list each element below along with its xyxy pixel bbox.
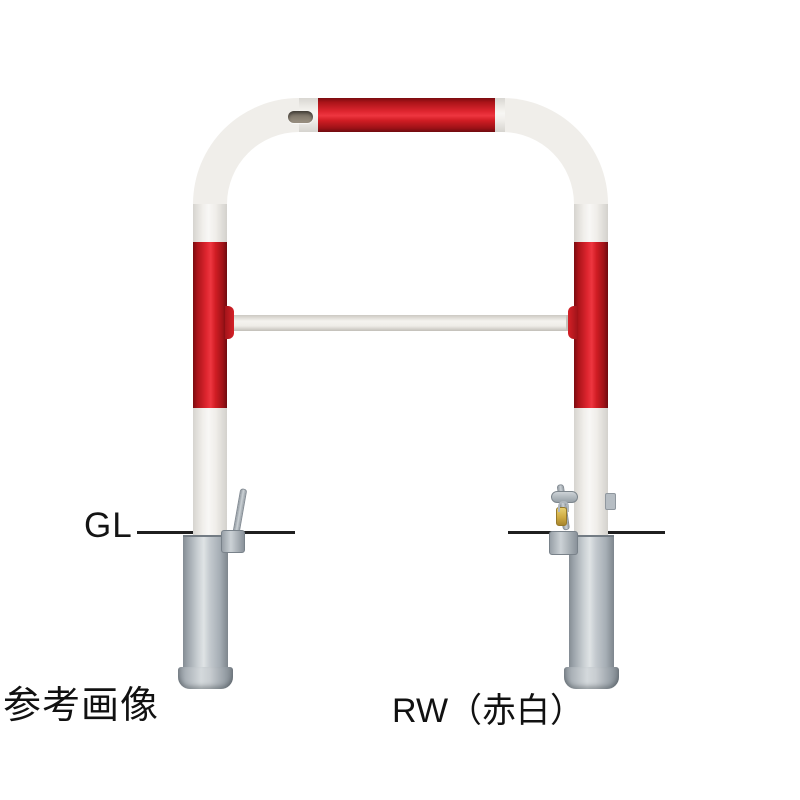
ground-level-label: GL	[84, 506, 133, 545]
crossbar-socket-right	[568, 306, 577, 339]
latch-tab-right	[605, 493, 616, 510]
sleeve-flange-right	[564, 667, 619, 689]
caption-model-code: RW（赤白）	[392, 692, 585, 730]
latch-bracket-right	[549, 531, 578, 555]
pipe-slot-hole	[288, 111, 313, 123]
caption-reference-image: 参考画像	[3, 685, 160, 727]
sleeve-flange-left	[178, 667, 233, 689]
crossbar-socket-left	[225, 306, 234, 339]
ground-sleeve-left	[183, 535, 228, 673]
latch-bracket-left	[221, 530, 245, 553]
red-band-top	[318, 98, 495, 132]
padlock-icon	[556, 501, 569, 526]
red-band-left-post	[193, 242, 227, 408]
barrier-crossbar	[227, 315, 574, 331]
red-band-right-post	[574, 242, 608, 408]
crossbar-seam	[566, 315, 569, 331]
ground-sleeve-right	[569, 535, 614, 673]
